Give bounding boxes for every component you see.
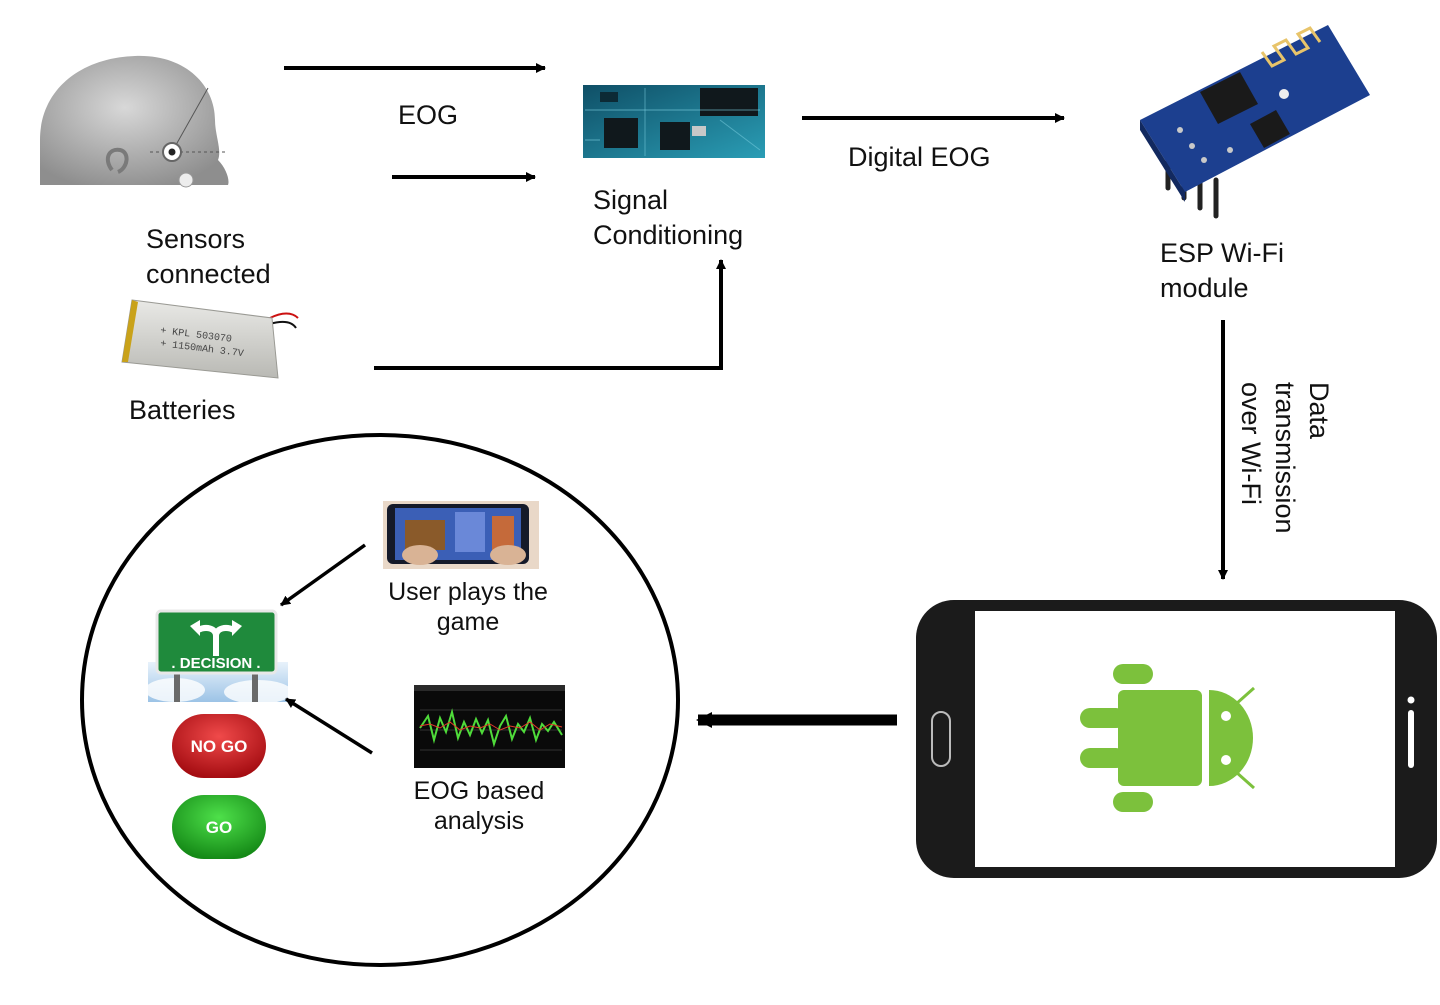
decision-sign-icon: . DECISION . xyxy=(145,609,292,704)
esp-module-label: ESP Wi-Fi module xyxy=(1160,236,1284,306)
esp-module-line1: ESP Wi-Fi xyxy=(1160,238,1285,268)
eog-label: EOG xyxy=(398,100,459,130)
eog-analysis-line1: EOG based xyxy=(413,777,545,805)
decision-sign-label: . DECISION . xyxy=(171,655,260,672)
circuit-board-icon xyxy=(583,85,765,158)
user-plays-line2: game xyxy=(436,608,500,636)
arrow-analysis-to-decision xyxy=(285,697,373,755)
eog-analysis-screenshot xyxy=(414,685,565,768)
eog-analysis-line2: analysis xyxy=(433,807,525,835)
batteries-label: Batteries xyxy=(129,395,236,425)
arrow-game-to-decision xyxy=(279,543,367,607)
arrow-battery-to-conditioning xyxy=(374,259,726,370)
go-label: GO xyxy=(206,818,232,837)
data-transmission-line1: Data xyxy=(1304,382,1334,440)
head-sensor-icon xyxy=(40,55,229,188)
signal-conditioning-label: Signal Conditioning xyxy=(593,183,743,253)
signal-conditioning-line2: Conditioning xyxy=(593,220,744,250)
user-plays-line1: User plays the xyxy=(388,578,548,606)
game-screenshot-image xyxy=(383,501,539,569)
data-transmission-line2: transmission xyxy=(1270,382,1300,534)
data-transmission-line3: over Wi-Fi xyxy=(1236,382,1266,505)
signal-conditioning-line1: Signal xyxy=(593,185,669,215)
game-loop-circle xyxy=(80,433,680,967)
sensors-line2: connected xyxy=(146,259,271,289)
no-go-sign: NO GO xyxy=(172,714,266,778)
sensors-label: Sensors connected xyxy=(146,222,271,292)
digital-eog-label: Digital EOG xyxy=(848,142,991,172)
go-sign: GO xyxy=(172,795,266,859)
esp-module-line2: module xyxy=(1160,273,1249,303)
user-plays-label: User plays the game xyxy=(388,577,548,637)
esp-wifi-module-icon xyxy=(1140,25,1370,219)
no-go-label: NO GO xyxy=(191,737,248,756)
android-logo-icon xyxy=(1080,664,1255,812)
battery-icon: + KPL 503070 + 1150mAh 3.7V xyxy=(121,299,299,379)
eog-analysis-label: EOG based analysis xyxy=(409,776,549,836)
data-transmission-label: Data transmission over Wi-Fi xyxy=(1234,382,1336,534)
sensors-line1: Sensors xyxy=(146,224,246,254)
